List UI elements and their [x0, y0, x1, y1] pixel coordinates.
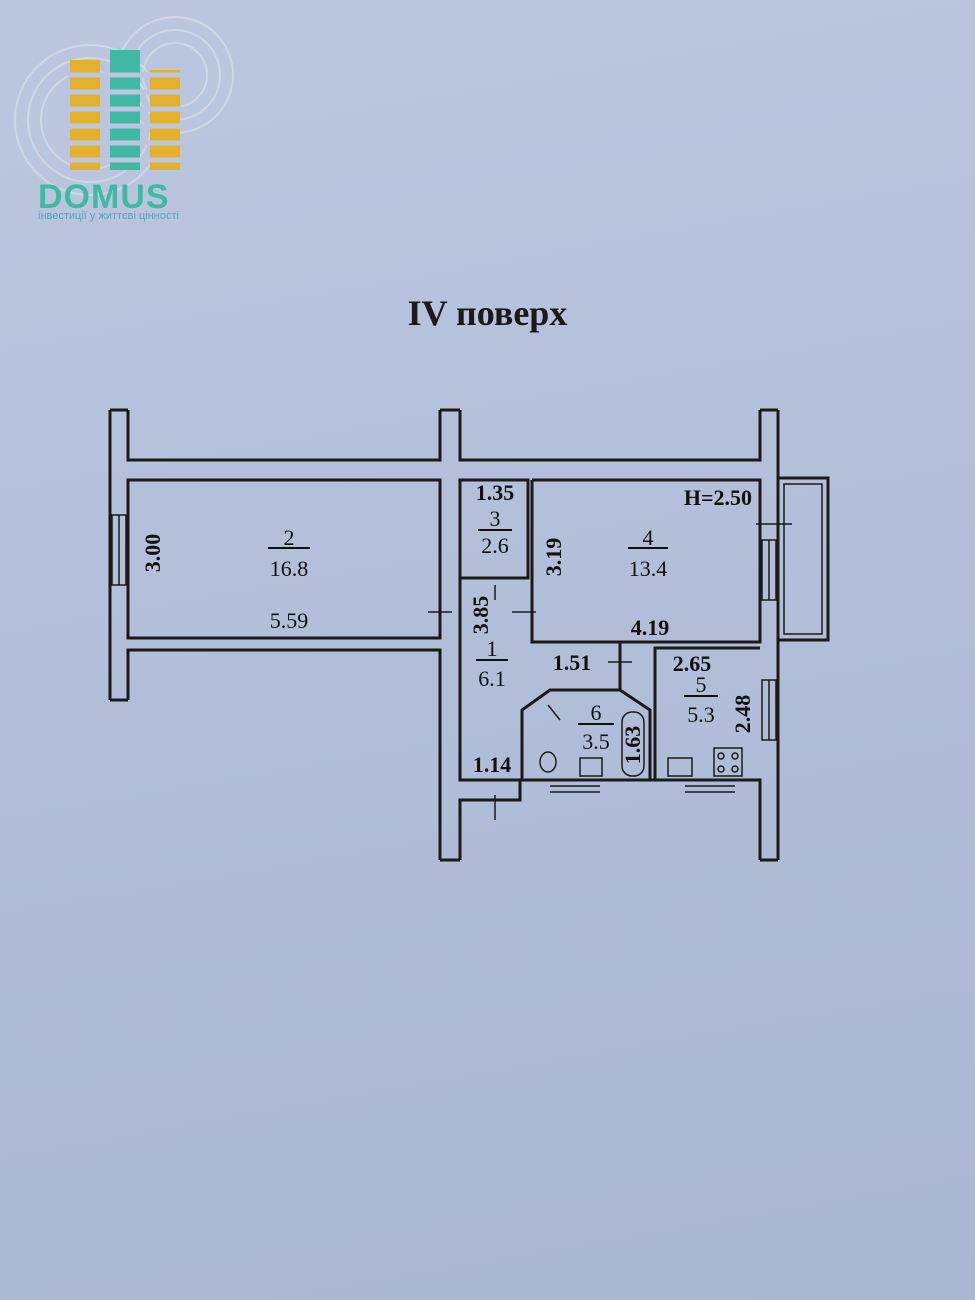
bath-sink [579, 757, 603, 777]
logo-wordmark: DOMUS [38, 178, 170, 216]
room-4-area: 13.4 [629, 556, 668, 581]
dim-bath-width: 1.51 [553, 650, 592, 675]
dim-room4-depth: 3.19 [541, 538, 566, 577]
kitchen-sink [667, 757, 693, 777]
room-4-outline [530, 478, 762, 644]
room-3-area: 2.6 [481, 533, 509, 558]
bathroom-outline [520, 688, 652, 780]
room-3-outline [458, 478, 530, 580]
wall-left-inner [126, 410, 442, 462]
dim-room2-depth: 3.00 [140, 534, 165, 573]
ceiling-height-label: H=2.50 [684, 485, 752, 510]
room-2-outline [126, 478, 442, 640]
dim-kitchen-depth: 2.48 [730, 695, 755, 734]
room-6-number: 6 [591, 700, 602, 725]
room-5-number: 5 [696, 672, 707, 697]
dim-room4-width: 4.19 [631, 615, 670, 640]
toilet [539, 751, 557, 773]
room-6-area: 3.5 [582, 729, 610, 754]
room-1-number: 1 [487, 636, 498, 661]
radiator-bath [550, 785, 600, 793]
kitchen-outline [653, 646, 760, 780]
dim-corridor-length: 3.85 [468, 596, 493, 635]
wall-bottom-right [458, 778, 762, 860]
bathtub [621, 711, 645, 777]
room-3-number: 3 [490, 506, 501, 531]
radiator-kitchen [685, 785, 735, 793]
dim-kitchen-width: 2.65 [673, 651, 712, 676]
stove [713, 747, 743, 777]
dim-room2-width: 5.59 [270, 608, 309, 633]
balcony [776, 476, 830, 642]
building-logo-icon [14, 16, 234, 196]
dim-entrance-width: 1.14 [473, 752, 512, 777]
room-2-number: 2 [284, 525, 295, 550]
dim-bath-depth: 1.63 [620, 726, 645, 765]
room-4-number: 4 [643, 525, 654, 550]
logo-tagline: інвестиції у життєві цінності [38, 210, 179, 222]
room-5-area: 5.3 [687, 702, 715, 727]
wall-top-right [458, 410, 762, 462]
wall-bottom-left [126, 648, 442, 860]
domus-logo: DOMUS інвестиції у життєві цінності [0, 0, 260, 240]
corridor-outline [458, 578, 520, 782]
dim-room3-width: 1.35 [476, 480, 515, 505]
floor-title: IV поверх [407, 293, 568, 333]
room-1-area: 6.1 [478, 666, 506, 691]
room-2-area: 16.8 [270, 556, 309, 581]
